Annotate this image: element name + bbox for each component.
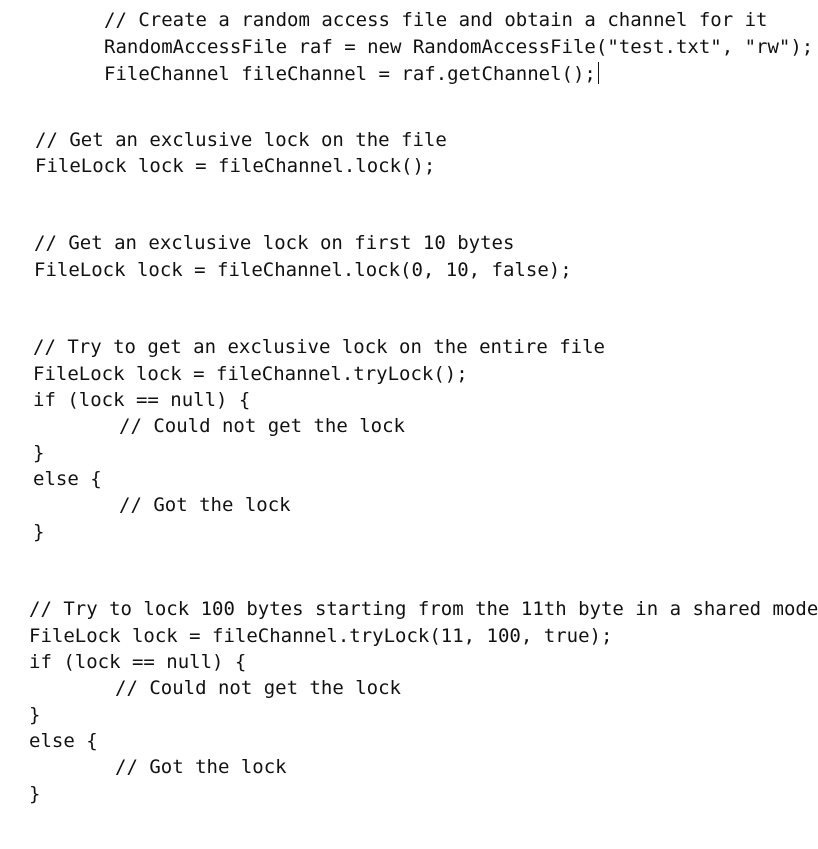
- code-comment: // Try to get an exclusive lock on the e…: [33, 336, 605, 358]
- text-cursor-icon: [597, 62, 599, 84]
- code-comment: // Get an exclusive lock on first 10 byt…: [34, 232, 515, 254]
- code-line: else {: [33, 468, 102, 490]
- code-line-with-cursor[interactable]: FileChannel fileChannel = raf.getChannel…: [104, 61, 599, 87]
- code-comment: // Got the lock: [119, 494, 291, 516]
- code-line: FileLock lock = fileChannel.lock();: [35, 155, 436, 177]
- code-comment: // Get an exclusive lock on the file: [35, 129, 447, 151]
- code-line: FileLock lock = fileChannel.tryLock();: [33, 363, 468, 385]
- code-comment: // Create a random access file and obtai…: [104, 9, 768, 31]
- code-line: }: [29, 704, 41, 726]
- code-comment: // Got the lock: [115, 756, 287, 778]
- code-comment: // Try to lock 100 bytes starting from t…: [29, 598, 818, 620]
- code-line: else {: [29, 730, 98, 752]
- code-line: RandomAccessFile raf = new RandomAccessF…: [104, 36, 814, 58]
- code-comment: // Could not get the lock: [115, 677, 401, 699]
- code-line: if (lock == null) {: [29, 651, 247, 673]
- code-line: }: [29, 783, 41, 805]
- code-line-text: FileChannel fileChannel = raf.getChannel…: [104, 63, 596, 85]
- code-listing: // Create a random access file and obtai…: [29, 9, 818, 805]
- code-line: }: [33, 442, 45, 464]
- code-line: FileLock lock = fileChannel.lock(0, 10, …: [34, 259, 572, 281]
- code-comment: // Could not get the lock: [119, 415, 405, 437]
- code-line: }: [33, 521, 45, 543]
- code-line: FileLock lock = fileChannel.tryLock(11, …: [29, 625, 613, 647]
- code-line: if (lock == null) {: [33, 389, 251, 411]
